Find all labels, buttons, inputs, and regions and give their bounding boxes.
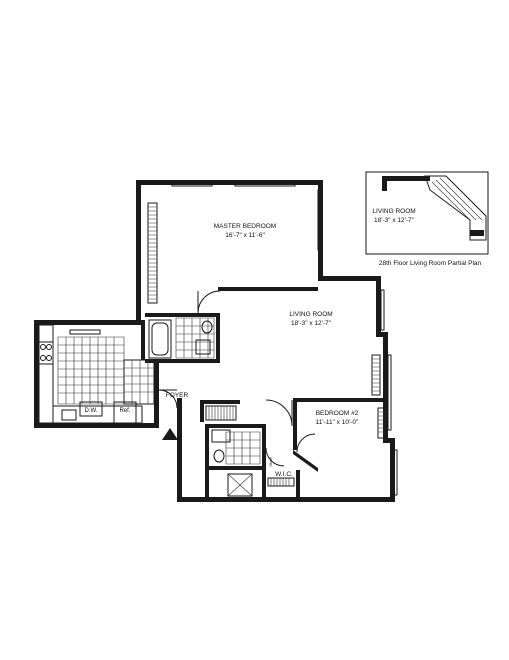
inset-room-name: LIVING ROOM xyxy=(372,208,415,215)
windows xyxy=(171,182,398,496)
interior-walls xyxy=(141,287,388,500)
closet-master xyxy=(147,202,158,304)
closet-foyer xyxy=(205,405,237,421)
doors xyxy=(158,290,316,467)
foyer-label: FOYER xyxy=(166,392,189,399)
stove-icon xyxy=(38,341,54,365)
living-room-name: LIVING ROOM xyxy=(289,311,332,318)
inset-room-dims: 18'-3" x 12'-7" xyxy=(374,217,415,224)
master-bath xyxy=(148,317,215,359)
refrigerator xyxy=(113,401,137,424)
wic-label: W.I.C. xyxy=(275,471,293,478)
kitchen-counter xyxy=(38,324,143,424)
inset-caption: 28th Floor Living Room Partial Plan xyxy=(379,260,482,267)
bedroom2-dims: 11'-11" x 10'-0" xyxy=(316,419,359,426)
bedroom2-name: BEDROOM #2 xyxy=(316,410,359,417)
closet-bedroom2 xyxy=(377,407,387,439)
inset-plan xyxy=(365,171,489,255)
dw-label: D.W. xyxy=(85,408,98,414)
master-bedroom-dims: 16'-7" x 11'-6" xyxy=(225,232,265,239)
closet-living xyxy=(371,354,381,396)
closet-label: Shelf xyxy=(268,457,273,467)
closet-wic xyxy=(267,477,295,487)
kitchen-floor xyxy=(57,336,155,405)
sink-icon xyxy=(61,409,77,421)
master-bedroom-name: MASTER BEDROOM xyxy=(214,223,276,230)
ref-label: Ref. xyxy=(119,408,130,414)
entrance-arrow-icon xyxy=(162,428,178,440)
second-bath xyxy=(211,429,261,497)
living-room-dims: 18'-3" x 12'-7" xyxy=(291,320,332,327)
dishwasher xyxy=(79,401,103,417)
